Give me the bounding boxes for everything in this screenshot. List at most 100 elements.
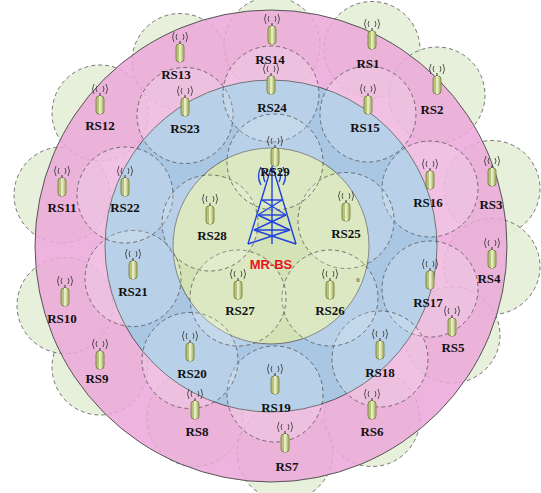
outer-ring	[35, 10, 507, 482]
relay-station: RS12	[85, 119, 115, 133]
relay-station: RS9	[85, 372, 108, 386]
relay-station: RS19	[261, 401, 291, 415]
relay-icon	[423, 259, 438, 289]
node-label: RS11	[48, 200, 77, 215]
stray-mark: °	[356, 277, 360, 288]
relay-icon	[93, 339, 108, 369]
relay-station: RS23	[170, 122, 200, 136]
relay-icon	[265, 14, 280, 44]
relay-station: RS14	[255, 53, 285, 67]
relay-icon	[268, 136, 283, 166]
node-label: RS13	[161, 67, 191, 82]
node-label: MR-BS	[250, 257, 293, 272]
node-label: RS12	[85, 118, 115, 133]
relay-icon	[423, 159, 438, 189]
relay-icon	[173, 32, 188, 62]
node-label: RS27	[225, 303, 255, 318]
relay-icon	[118, 166, 133, 196]
relay-station: RS24	[257, 101, 287, 115]
node-label: RS7	[275, 459, 298, 474]
node-label: RS9	[85, 371, 108, 386]
relay-icon	[485, 156, 500, 186]
coverage-circle	[77, 147, 173, 243]
relay-station: RS22	[110, 201, 140, 215]
relay-icon	[365, 389, 380, 419]
relay-station: RS18	[365, 366, 395, 380]
relay-icon	[203, 194, 218, 224]
relay-station: RS11	[48, 201, 77, 215]
coverage-circle	[382, 141, 478, 237]
node-label: RS6	[360, 424, 383, 439]
relay-station: RS26	[315, 304, 345, 318]
relay-icon	[126, 249, 141, 279]
base-station: MR-BS	[250, 258, 293, 272]
node-label: RS15	[350, 120, 380, 135]
relay-icon	[93, 84, 108, 114]
relay-icon	[365, 19, 380, 49]
coverage-circle	[85, 231, 181, 327]
relay-station: RS4	[477, 272, 500, 286]
node-label: RS16	[413, 195, 443, 210]
relay-icon	[188, 389, 203, 419]
relay-station: RS28	[197, 229, 227, 243]
node-label: RS20	[177, 366, 207, 381]
relay-station: RS6	[360, 425, 383, 439]
relay-icon	[339, 191, 354, 221]
relay-station: RS3	[479, 198, 502, 212]
node-label: RS8	[185, 424, 208, 439]
relay-station: RS25	[331, 227, 361, 241]
node-label: RS21	[118, 284, 148, 299]
node-label: RS23	[170, 121, 200, 136]
relay-station: RS13	[161, 68, 191, 82]
relay-icon	[264, 64, 279, 94]
node-label: RS19	[261, 400, 291, 415]
relay-station: RS20	[177, 367, 207, 381]
coverage-circle	[282, 250, 378, 346]
coverage-circle	[227, 114, 323, 210]
relay-icon	[361, 84, 376, 114]
node-label: RS29	[260, 164, 290, 179]
relay-station: RS29	[260, 165, 290, 179]
relay-icon	[55, 166, 70, 196]
node-label: RS25	[331, 226, 361, 241]
relay-station: RS21	[118, 285, 148, 299]
node-label: RS4	[477, 271, 500, 286]
relay-station: RS5	[441, 341, 464, 355]
node-label: RS24	[257, 100, 287, 115]
relay-icon	[323, 269, 338, 299]
relay-icon	[445, 306, 460, 336]
node-label: RS2	[420, 102, 443, 117]
node-label: RS17	[413, 295, 443, 310]
coverage-circle	[320, 66, 416, 162]
relay-icon	[58, 276, 73, 306]
relay-icon	[231, 269, 246, 299]
relay-station: RS8	[185, 425, 208, 439]
coverage-circle	[227, 346, 323, 442]
node-label: RS10	[47, 311, 77, 326]
node-label: RS14	[255, 52, 285, 67]
node-label: RS3	[479, 197, 502, 212]
node-label: RS22	[110, 200, 140, 215]
relay-station: RS16	[413, 196, 443, 210]
relay-station: RS15	[350, 121, 380, 135]
relay-icon	[278, 422, 293, 452]
relay-station: RS2	[420, 103, 443, 117]
node-label: RS26	[315, 303, 345, 318]
node-label: RS18	[365, 365, 395, 380]
relay-icon	[373, 329, 388, 359]
relay-icon	[268, 364, 283, 394]
relay-station: RS10	[47, 312, 77, 326]
relay-icon	[430, 64, 445, 94]
relay-station: RS27	[225, 304, 255, 318]
relay-station: RS17	[413, 296, 443, 310]
relay-station: RS1	[356, 57, 379, 71]
relay-icon	[183, 331, 198, 361]
relay-station: RS7	[275, 460, 298, 474]
node-label: RS28	[197, 228, 227, 243]
relay-icon	[485, 238, 500, 268]
relay-icon	[178, 86, 193, 116]
coverage-circle	[137, 68, 233, 164]
node-label: RS5	[441, 340, 464, 355]
